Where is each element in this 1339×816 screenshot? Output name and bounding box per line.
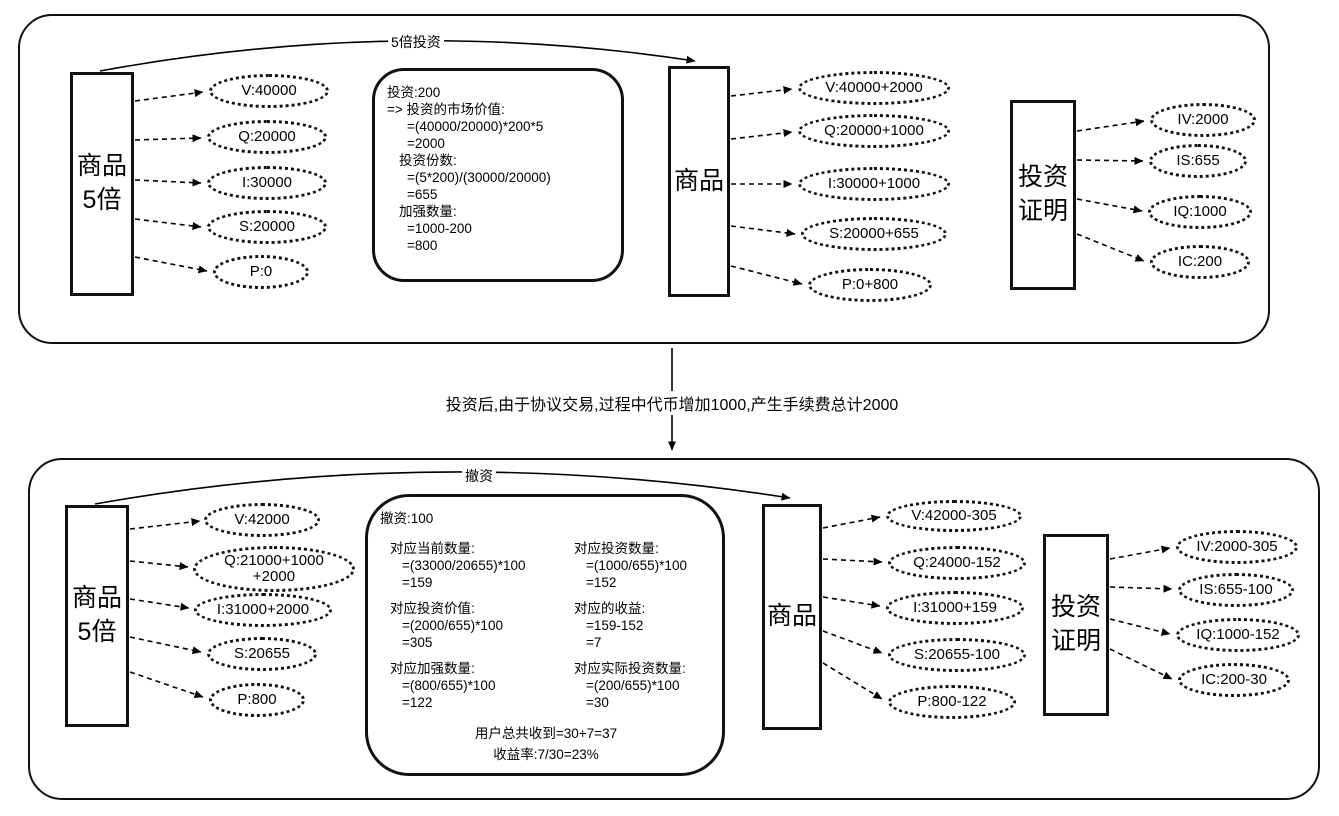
formula-line: =305 xyxy=(402,635,433,650)
summary-line: 收益率:7/30=23% xyxy=(493,747,599,762)
formula-line: =7 xyxy=(586,635,602,650)
formula-line: =122 xyxy=(402,695,433,710)
formula-line: =30 xyxy=(586,695,609,710)
top-proof-label-line2: 证明 xyxy=(1017,197,1068,225)
node-top-left-p: P:0 xyxy=(213,255,309,289)
formula-line: =159-152 xyxy=(586,618,644,633)
formula-line: =2000 xyxy=(407,136,445,151)
formula-line: 对应实际投资数量: xyxy=(574,661,686,676)
top-proof-box: 投资 证明 xyxy=(1010,100,1076,290)
node-top-left-v: V:40000 xyxy=(209,74,329,108)
node-top-right-v: V:40000+2000 xyxy=(798,71,950,105)
formula-line: =800 xyxy=(407,238,438,253)
node-bottom-right-v: V:42000-305 xyxy=(886,500,1022,532)
withdraw-right-column: 对应投资数量: =(1000/655)*100 =152 对应的收益: =159… xyxy=(564,536,712,711)
formula-line: =(200/655)*100 xyxy=(586,678,680,693)
formula-line: =152 xyxy=(586,575,617,590)
bottom-product-label: 商品 xyxy=(766,602,817,631)
node-bottom-proof-ic: IC:200-30 xyxy=(1178,663,1290,697)
node-bottom-proof-iq: IQ:1000-152 xyxy=(1176,618,1300,652)
formula-line: =(1000/655)*100 xyxy=(586,558,687,573)
formula-line: =159 xyxy=(402,575,433,590)
bottom-source-label-line1: 商品 xyxy=(71,584,122,613)
top-source-label-line1: 商品 xyxy=(76,152,127,181)
node-bottom-left-q: Q:21000+1000 +2000 xyxy=(193,546,355,592)
top-panel xyxy=(18,14,1270,344)
top-source-label-line2: 5倍 xyxy=(82,186,122,214)
formula-line: =(800/655)*100 xyxy=(402,678,496,693)
formula-line: 对应投资价值: xyxy=(390,601,475,616)
node-bottom-left-i: I:31000+2000 xyxy=(194,593,332,627)
node-top-right-i: I:30000+1000 xyxy=(798,167,950,201)
node-top-proof-ic: IC:200 xyxy=(1150,245,1250,279)
formula-line: =655 xyxy=(407,187,438,202)
formula-line: =(33000/20655)*100 xyxy=(402,558,526,573)
node-bottom-right-i: I:31000+159 xyxy=(886,591,1024,625)
node-top-proof-is: IS:655 xyxy=(1149,144,1247,178)
top-product-label: 商品 xyxy=(673,166,724,195)
formula-line: =1000-200 xyxy=(407,221,472,236)
node-top-right-p: P:0+800 xyxy=(808,268,932,302)
bottom-source-label-line2: 5倍 xyxy=(77,618,117,646)
node-bottom-left-s: S:20655 xyxy=(207,637,317,671)
formula-line: 对应当前数量: xyxy=(390,541,475,556)
node-top-left-i: I:30000 xyxy=(207,166,327,200)
bottom-source-box: 商品 5倍 xyxy=(65,505,129,727)
formula-line: 对应的收益: xyxy=(574,601,646,616)
node-bottom-proof-is: IS:655-100 xyxy=(1178,573,1294,607)
formula-line: 投资:200 xyxy=(387,85,441,100)
node-top-proof-iq: IQ:1000 xyxy=(1148,195,1252,229)
node-top-right-s: S:20000+655 xyxy=(801,217,947,251)
formula-line: 投资份数: xyxy=(399,153,457,168)
formula-line: 对应投资数量: xyxy=(574,541,659,556)
node-bottom-left-v: V:42000 xyxy=(204,503,320,537)
top-product-box: 商品 xyxy=(668,66,730,297)
withdraw-left-column: 对应当前数量: =(33000/20655)*100 =159 对应投资价值: … xyxy=(380,536,564,711)
top-source-box: 商品 5倍 xyxy=(70,72,134,296)
formula-line: 对应加强数量: xyxy=(390,661,475,676)
node-top-right-q: Q:20000+1000 xyxy=(798,114,950,148)
formula-line: =(40000/20000)*200*5 xyxy=(407,119,544,134)
node-bottom-proof-iv: IV:2000-305 xyxy=(1176,530,1298,564)
withdraw-flow-label: 撤资 xyxy=(462,466,496,486)
formula-line: =(5*200)/(30000/20000) xyxy=(407,170,551,185)
invest-flow-label: 5倍投资 xyxy=(388,32,444,52)
formula-line: 加强数量: xyxy=(399,204,457,219)
node-bottom-right-s: S:20655-100 xyxy=(888,638,1026,672)
transition-note: 投资后,由于协议交易,过程中代币增加1000,产生手续费总计2000 xyxy=(437,391,907,415)
bottom-proof-label-line2: 证明 xyxy=(1050,627,1101,655)
node-bottom-left-p: P:800 xyxy=(209,683,305,717)
formula-line: =(2000/655)*100 xyxy=(402,618,503,633)
node-top-proof-iv: IV:2000 xyxy=(1150,103,1256,137)
formula-line: => 投资的市场价值: xyxy=(387,102,505,117)
bottom-proof-box: 投资 证明 xyxy=(1043,534,1109,716)
withdraw-columns: 对应当前数量: =(33000/20655)*100 =159 对应投资价值: … xyxy=(380,536,712,711)
withdraw-summary: 用户总共收到=30+7=37 收益率:7/30=23% xyxy=(380,723,712,765)
summary-line: 用户总共收到=30+7=37 xyxy=(474,726,618,741)
bottom-proof-label-line1: 投资 xyxy=(1050,593,1101,622)
node-top-left-q: Q:20000 xyxy=(207,120,327,154)
node-bottom-right-q: Q:24000-152 xyxy=(888,546,1026,580)
bottom-product-box: 商品 xyxy=(762,504,822,730)
node-bottom-right-p: P:800-122 xyxy=(888,685,1016,719)
top-proof-label-line1: 投资 xyxy=(1017,163,1068,192)
withdraw-calculation-box: 撤资:100 对应当前数量: =(33000/20655)*100 =159 对… xyxy=(365,494,725,776)
withdraw-title: 撤资:100 xyxy=(380,511,434,526)
investment-calculation-box: 投资:200 => 投资的市场价值: =(40000/20000)*200*5 … xyxy=(372,68,624,282)
node-top-left-s: S:20000 xyxy=(207,210,327,244)
